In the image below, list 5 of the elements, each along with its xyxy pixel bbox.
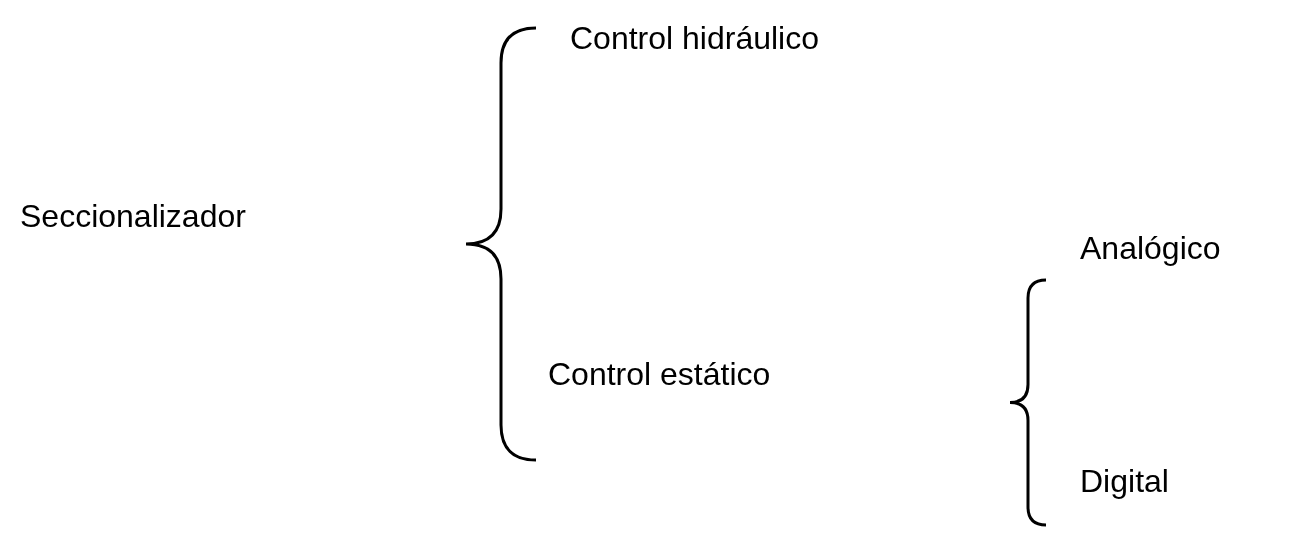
category-label: Seccionalizador <box>20 200 246 232</box>
category-label: Control estático <box>548 358 771 390</box>
category-label: Digital <box>1080 465 1169 497</box>
category-label: Analógico <box>1080 232 1221 264</box>
category-label: Control hidráulico <box>570 22 819 54</box>
